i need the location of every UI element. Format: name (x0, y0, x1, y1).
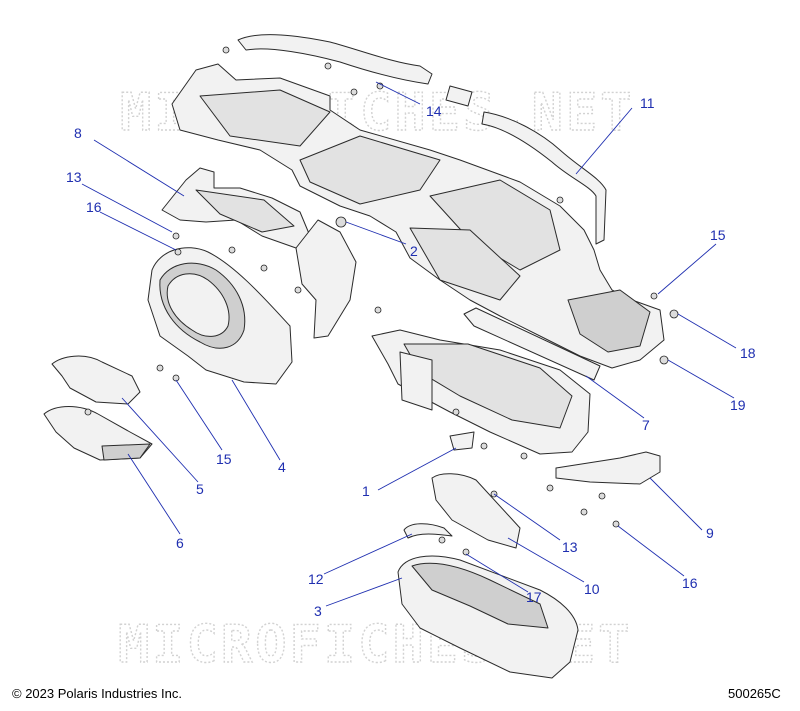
callout-15-right: 15 (710, 227, 726, 243)
leader-5 (121, 397, 199, 483)
part-1-center-panel (371, 329, 591, 455)
callout-6: 6 (176, 535, 184, 551)
callout-12: 12 (308, 571, 324, 587)
callout-18: 18 (740, 345, 756, 361)
callout-1: 1 (362, 483, 370, 499)
leader-16-top (99, 211, 177, 251)
part-2-bracket (295, 216, 357, 339)
leader-19 (667, 359, 735, 399)
part-10-cover (431, 473, 521, 549)
callout-10: 10 (584, 581, 600, 597)
part-11-tube (481, 111, 607, 245)
part-9-bracket (555, 451, 661, 485)
callout-16-top: 16 (86, 199, 102, 215)
part-17-bar (237, 34, 473, 107)
leader-1 (377, 447, 457, 491)
callout-7: 7 (642, 417, 650, 433)
diagram-code: 500265C (728, 686, 781, 701)
leader-3 (325, 577, 403, 607)
leader-12 (323, 533, 413, 575)
leader-17 (375, 81, 421, 105)
part-12-trim (403, 523, 453, 539)
callout-13-bottom: 13 (562, 539, 578, 555)
leader-11 (575, 107, 633, 175)
leader-7 (585, 375, 645, 419)
callout-11: 11 (640, 95, 655, 111)
part-8-panel (161, 167, 311, 249)
part-6-cover (43, 406, 153, 461)
callout-14: 17 (526, 589, 542, 605)
dash-upper-frame (171, 63, 665, 369)
callout-9: 9 (706, 525, 714, 541)
callout-17: 14 (426, 103, 442, 119)
leader-15-left (175, 379, 223, 451)
part-7-strip (463, 307, 601, 381)
callout-5: 5 (196, 481, 204, 497)
callout-4: 4 (278, 459, 286, 475)
callout-8: 8 (74, 125, 82, 141)
leader-18 (677, 313, 737, 349)
leader-9 (649, 477, 703, 531)
leader-13-top (81, 183, 173, 233)
leader-2 (345, 221, 407, 245)
leader-10 (507, 537, 585, 583)
callout-16-bottom: 16 (682, 575, 698, 591)
part-4-cluster-housing (147, 247, 293, 385)
callout-3: 3 (314, 603, 322, 619)
leader-6 (127, 453, 181, 535)
leader-4 (231, 379, 281, 461)
callout-2: 2 (410, 243, 418, 259)
leader-lines (81, 81, 737, 607)
leader-13-bottom (493, 493, 561, 541)
callout-labels: 14 11 8 13 16 2 15 18 19 7 15 4 5 1 9 13… (66, 95, 756, 619)
leader-15-right (657, 243, 717, 295)
leader-8 (93, 139, 185, 197)
callout-19: 19 (730, 397, 746, 413)
part-5-cover (51, 355, 141, 405)
leader-16-bottom (617, 525, 685, 577)
part-3-glovebox (397, 555, 579, 679)
copyright-text: © 2023 Polaris Industries Inc. (12, 686, 182, 701)
callout-13-top: 13 (66, 169, 82, 185)
leader-14 (465, 553, 529, 593)
callout-15-left: 15 (216, 451, 232, 467)
